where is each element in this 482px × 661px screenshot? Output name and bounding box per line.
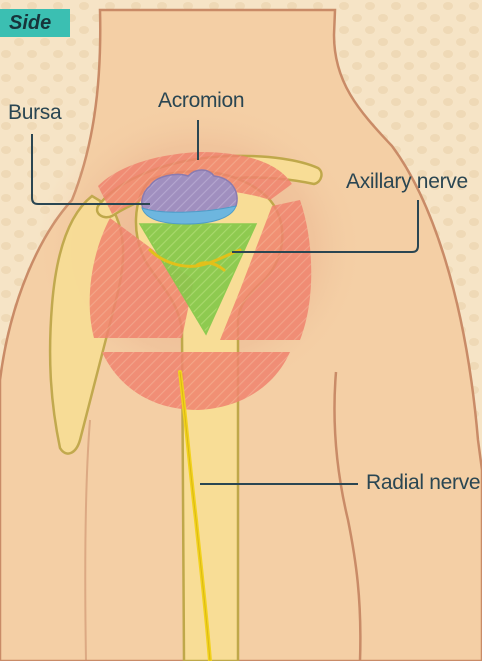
radial-nerve-label: Radial nerve — [366, 471, 480, 495]
acromion-label: Acromion — [158, 89, 244, 113]
view-tag: Side — [0, 9, 70, 37]
axillary-nerve-label: Axillary nerve — [346, 170, 468, 194]
bursa-label: Bursa — [8, 101, 61, 125]
